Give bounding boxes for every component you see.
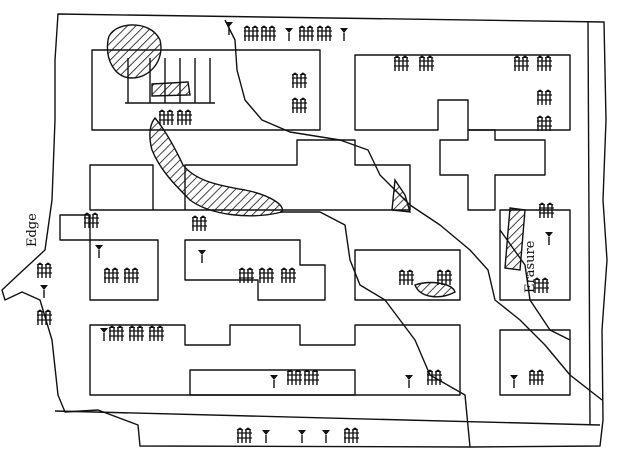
cuneiform-groups	[36, 21, 555, 444]
erasure-hatch	[504, 207, 526, 271]
room-bottom-inner	[189, 369, 356, 396]
inner-frame-bottom	[54, 410, 601, 426]
room-mid-right	[354, 249, 461, 301]
tablet-outline	[1, 13, 608, 448]
damage-lower	[414, 281, 456, 298]
damage-oval	[151, 81, 191, 97]
crack-2	[280, 211, 471, 448]
room-lower-right	[499, 329, 571, 396]
room-lower-left	[89, 324, 461, 396]
room-mid-left	[89, 239, 159, 301]
edge-notch	[59, 214, 91, 241]
erasure-label: Erasure	[523, 240, 538, 293]
room-right	[499, 209, 571, 301]
damage-diagonal	[149, 116, 283, 217]
damage-small	[391, 177, 411, 213]
room-upper-left	[91, 49, 321, 131]
damage-circle	[106, 24, 162, 79]
edge-label: Edge	[25, 213, 40, 247]
cross-right	[439, 129, 546, 211]
room-upper-right	[354, 54, 571, 131]
room-mid	[184, 239, 326, 301]
inner-frame-right	[587, 21, 591, 426]
